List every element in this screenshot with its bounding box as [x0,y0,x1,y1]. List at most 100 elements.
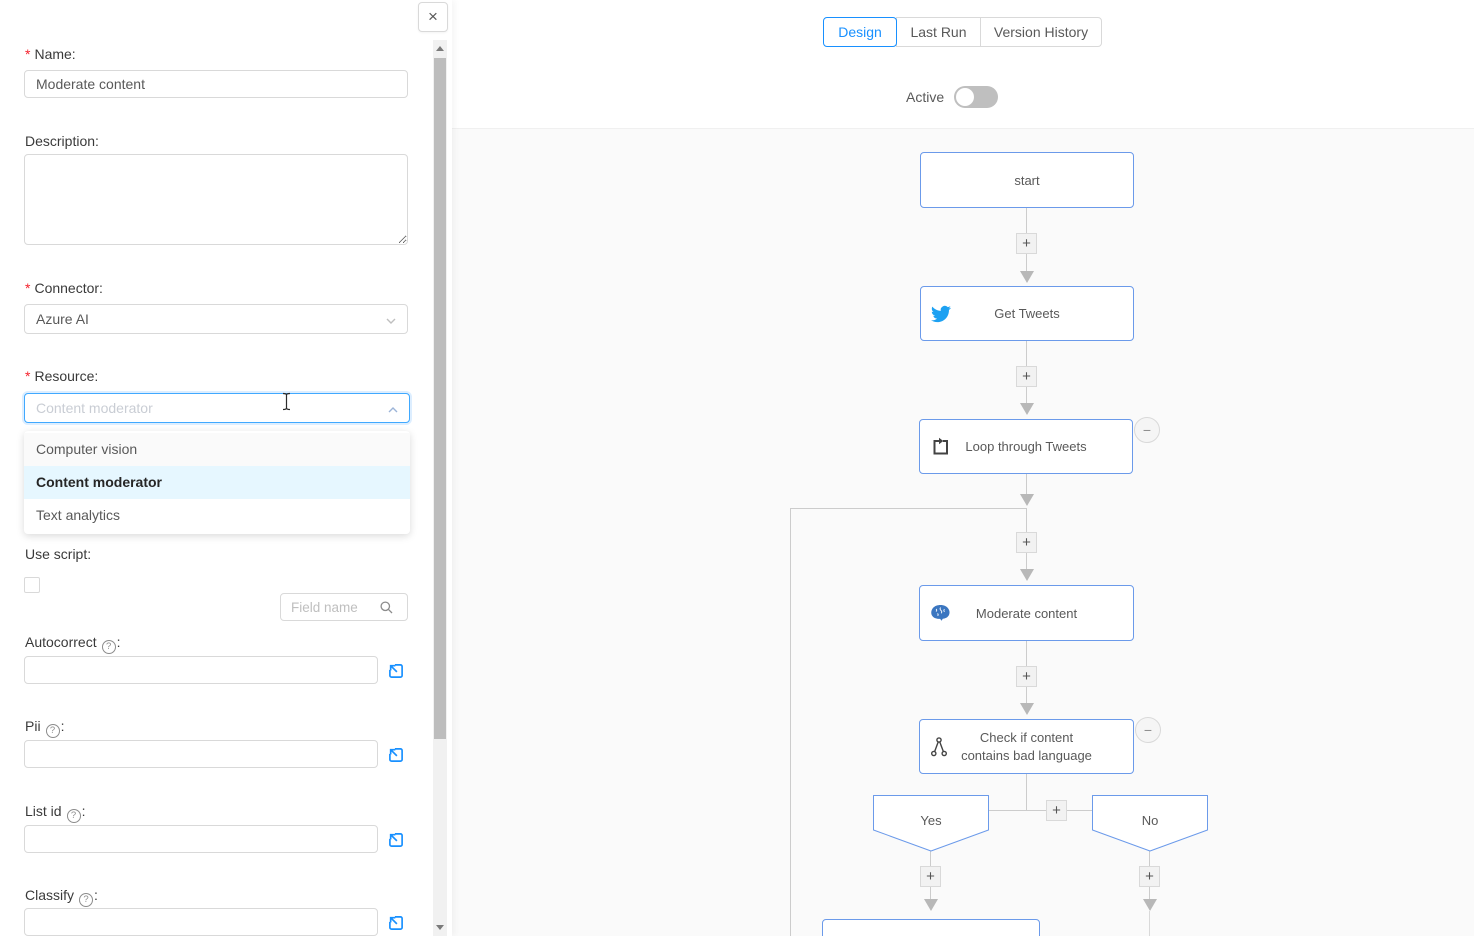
connector-line [1026,553,1027,569]
field-search [280,593,408,621]
plus-icon: + [926,868,935,885]
node-start[interactable]: start [920,152,1134,208]
field-search-input[interactable] [281,599,377,615]
description-label: Description: [25,133,99,149]
remove-node-button[interactable]: − [1134,417,1160,443]
resource-option-computer-vision[interactable]: Computer vision [24,433,410,466]
help-icon[interactable]: ? [79,892,94,907]
remove-node-button[interactable]: − [1135,717,1161,743]
scrollbar-thumb[interactable] [434,58,446,739]
branch-yes[interactable]: Yes [873,795,989,852]
expression-picker-icon[interactable] [386,745,406,765]
chevron-down-icon [385,314,397,330]
help-icon[interactable]: ? [66,808,81,823]
name-input[interactable] [24,70,408,98]
autocorrect-input[interactable] [24,656,378,684]
expression-picker-icon[interactable] [386,913,406,933]
expression-picker-icon[interactable] [386,830,406,850]
use-script-checkbox[interactable] [24,577,40,593]
branch-no[interactable]: No [1092,795,1208,852]
node-moderate-content[interactable]: Moderate content [919,585,1134,641]
resource-label: *Resource: [25,368,99,384]
connector-line [930,887,931,899]
list-id-input[interactable] [24,825,378,853]
branch-label: Yes [920,813,942,828]
node-label: start [1014,172,1040,188]
plus-icon: + [1022,235,1031,252]
node-get-tweets[interactable]: Get Tweets [920,286,1134,341]
plus-icon: + [1022,668,1031,685]
plus-icon: + [1145,868,1154,885]
help-icon[interactable]: ? [101,639,116,654]
active-label: Active [906,89,945,105]
twitter-icon [931,304,951,324]
arrowhead [1020,403,1034,415]
connector-line [930,851,931,866]
required-mark: * [25,368,31,384]
branch-fork-icon [930,736,948,758]
branch-line [989,810,1093,811]
node-clipped[interactable] [822,919,1040,936]
pii-label: Pii?: [25,718,65,738]
view-tabs: Design Last Run Version History [823,17,1102,47]
tab-version-history[interactable]: Version History [980,17,1102,47]
use-script-label: Use script: [25,546,92,562]
scroll-down-arrow[interactable] [436,925,444,930]
connector-select[interactable]: Azure AI [24,304,408,334]
add-step-button[interactable]: + [1139,866,1160,887]
connector-line [1026,687,1027,703]
brain-icon [930,604,951,622]
resource-input[interactable] [25,394,365,422]
description-textarea[interactable] [24,154,408,245]
connector-value: Azure AI [36,311,89,327]
active-toggle[interactable] [954,86,999,108]
connector-line [1149,911,1150,936]
arrowhead [1143,899,1157,911]
arrowhead [924,899,938,911]
node-label: Get Tweets [994,306,1060,321]
connector-line [1026,641,1027,666]
required-mark: * [25,280,31,296]
panel-scrollbar [433,40,447,936]
node-label: Moderate content [975,605,1078,621]
classify-label: Classify?: [25,887,98,907]
add-step-button[interactable]: + [920,866,941,887]
text-cursor [281,392,292,416]
add-branch-button[interactable]: + [1046,800,1067,821]
autocorrect-label: Autocorrect?: [25,634,121,654]
plus-icon: + [1022,534,1031,551]
connector-line [1026,473,1027,494]
loop-back-line [790,508,791,936]
required-mark: * [25,46,31,62]
resource-option-content-moderator[interactable]: Content moderator [24,466,410,499]
tab-design[interactable]: Design [823,17,897,47]
classify-input[interactable] [24,908,378,936]
arrowhead [1020,271,1034,283]
close-panel-button[interactable]: × [418,2,448,32]
connector-label: *Connector: [25,280,103,296]
resource-combobox[interactable] [24,393,410,423]
chevron-up-icon [387,403,399,421]
help-icon[interactable]: ? [45,723,60,738]
name-label: *Name: [25,46,76,62]
scroll-up-arrow[interactable] [436,46,444,51]
minus-icon: − [1142,422,1152,438]
connector-line [1026,774,1027,810]
node-loop-through-tweets[interactable]: Loop through Tweets [919,419,1133,474]
arrowhead [1020,703,1034,715]
add-step-button[interactable]: + [1016,366,1037,387]
expression-picker-icon[interactable] [386,661,406,681]
connector-line [1149,887,1150,899]
node-settings-panel: × *Name: Description: *Connector: Azure … [0,0,452,936]
add-step-button[interactable]: + [1016,532,1037,553]
pii-input[interactable] [24,740,378,768]
search-icon [379,600,394,615]
tab-last-run[interactable]: Last Run [896,17,981,47]
add-step-button[interactable]: + [1016,666,1037,687]
add-step-button[interactable]: + [1016,233,1037,254]
resource-option-text-analytics[interactable]: Text analytics [36,507,121,523]
connector-line [1149,851,1150,866]
